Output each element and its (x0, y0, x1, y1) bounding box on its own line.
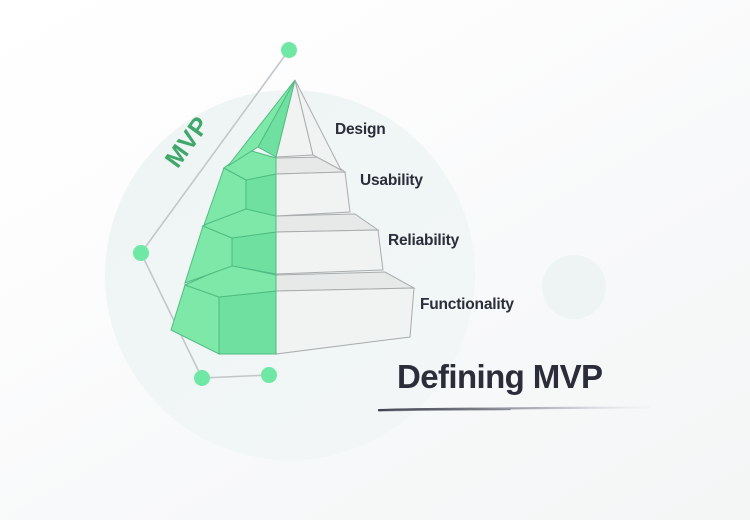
level4-front-face-green (218, 290, 277, 355)
mvp-bracket-line (140, 49, 290, 379)
decor-circle-small (542, 255, 606, 319)
level3-front-face-right (275, 229, 384, 275)
bottom-left-marker-dot[interactable] (194, 370, 210, 386)
pyramid-label-functionality: Functionality (420, 296, 514, 313)
level3-front-face-green (231, 231, 277, 275)
level2-front-face-right (275, 171, 351, 217)
pyramid-label-usability: Usability (360, 172, 423, 189)
bottom-right-marker-dot[interactable] (261, 367, 277, 383)
left-marker-dot[interactable] (133, 245, 149, 261)
level1-apex-face-left (227, 79, 296, 167)
top-marker-dot[interactable] (281, 42, 297, 58)
headline-underline-stroke (378, 406, 650, 412)
level2-front-face-green (245, 173, 277, 217)
pyramid-label-reliability: Reliability (388, 232, 460, 249)
pyramid-label-design: Design (335, 121, 386, 138)
level1-apex-outline-right (294, 79, 343, 172)
slide-headline: Defining MVP (397, 358, 603, 395)
